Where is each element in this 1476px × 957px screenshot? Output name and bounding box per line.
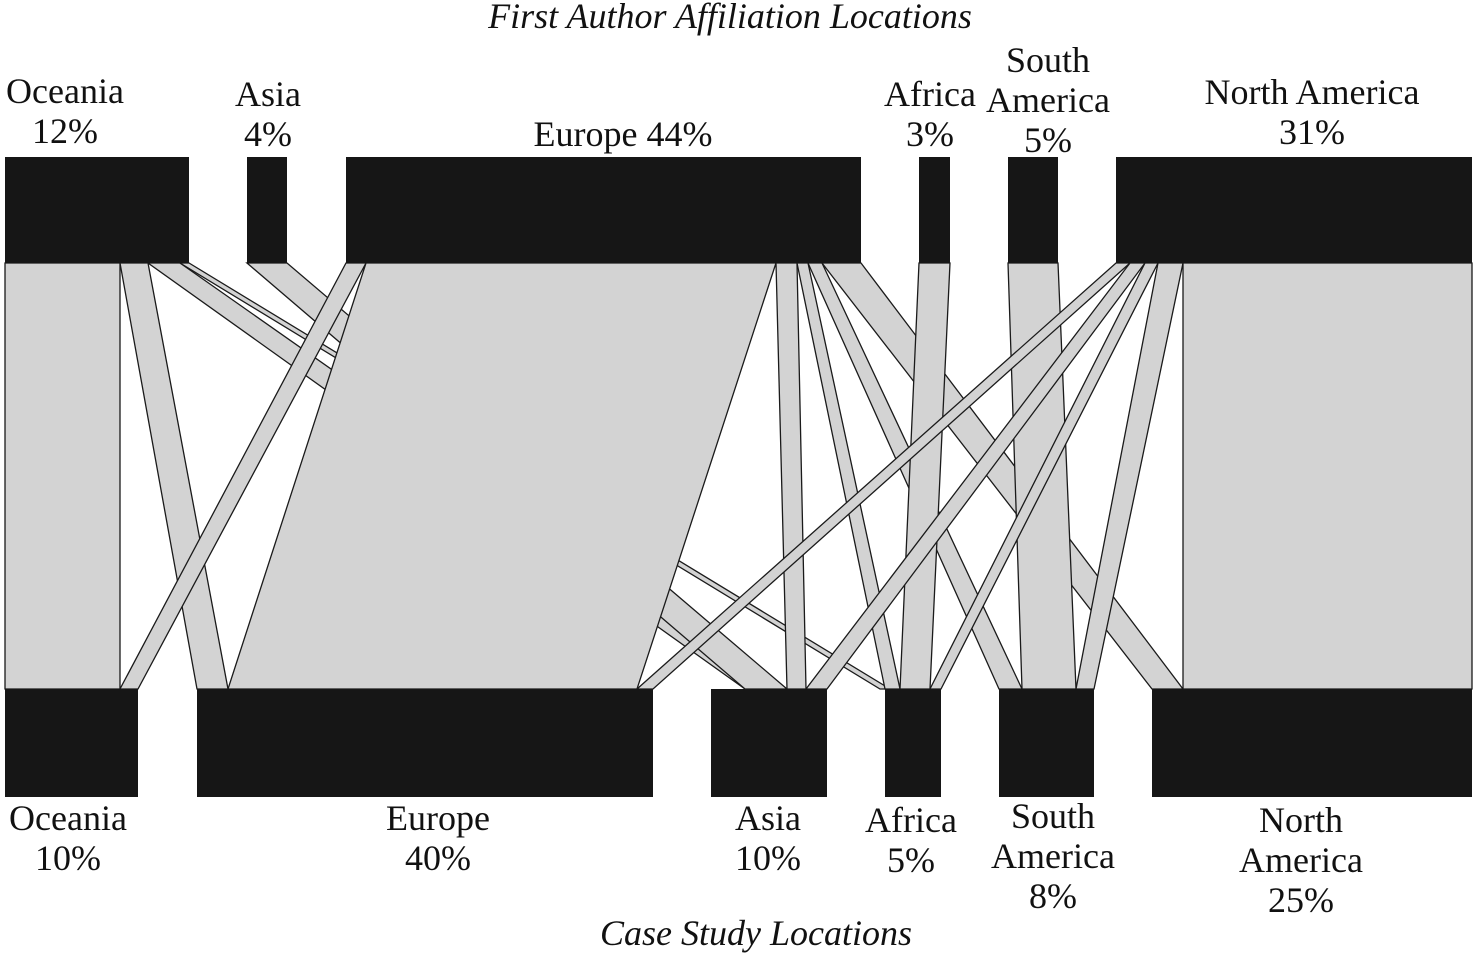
bottom-node-africa <box>885 689 941 797</box>
top-label-line: 12% <box>32 111 98 151</box>
top-label-line: 3% <box>906 114 954 154</box>
bottom-label-line: South <box>1011 796 1095 836</box>
flows <box>4 262 1473 690</box>
bottom-node-europe <box>197 689 653 797</box>
nodes <box>5 157 1472 797</box>
bottom-title: Case Study Locations <box>600 913 912 953</box>
top-label-line: Asia <box>235 74 301 114</box>
top-node-south-america <box>1008 157 1058 263</box>
bottom-label-line: 5% <box>887 840 935 880</box>
flow-oceania-to-oceania <box>4 262 121 690</box>
bottom-node-oceania <box>5 689 138 797</box>
bottom-node-south-america <box>999 689 1094 797</box>
flow-north-america-to-north-america <box>1182 262 1473 690</box>
bottom-label-line: 8% <box>1029 876 1077 916</box>
bottom-label-line: 25% <box>1268 880 1334 920</box>
top-label-line: Europe 44% <box>534 114 713 154</box>
top-label-line: 5% <box>1024 120 1072 160</box>
top-node-africa <box>919 157 950 263</box>
bottom-label-line: North <box>1259 800 1343 840</box>
bottom-label-line: Oceania <box>9 798 127 838</box>
top-label-line: South <box>1006 40 1090 80</box>
top-label-line: 4% <box>244 114 292 154</box>
top-title: First Author Affiliation Locations <box>487 0 972 36</box>
top-label-europe: Europe 44% <box>534 114 713 154</box>
top-label-line: Oceania <box>6 71 124 111</box>
top-node-oceania <box>5 157 189 263</box>
bottom-label-line: America <box>991 836 1115 876</box>
top-label-line: North America <box>1205 72 1420 112</box>
bottom-node-north-america <box>1152 689 1472 797</box>
bottom-label-line: Africa <box>865 800 957 840</box>
top-label-line: 31% <box>1279 112 1345 152</box>
bottom-label-line: Asia <box>735 798 801 838</box>
top-node-north-america <box>1116 157 1472 263</box>
top-label-line: Africa <box>884 74 976 114</box>
bottom-label-line: 40% <box>405 838 471 878</box>
bottom-label-line: 10% <box>35 838 101 878</box>
flow-oceania-to-europe <box>119 262 229 690</box>
top-node-asia <box>247 157 287 263</box>
bottom-label-line: 10% <box>735 838 801 878</box>
bottom-label-line: America <box>1239 840 1363 880</box>
bottom-node-asia <box>711 689 827 797</box>
top-node-europe <box>346 157 861 263</box>
bottom-label-line: Europe <box>386 798 490 838</box>
top-label-line: America <box>986 80 1110 120</box>
